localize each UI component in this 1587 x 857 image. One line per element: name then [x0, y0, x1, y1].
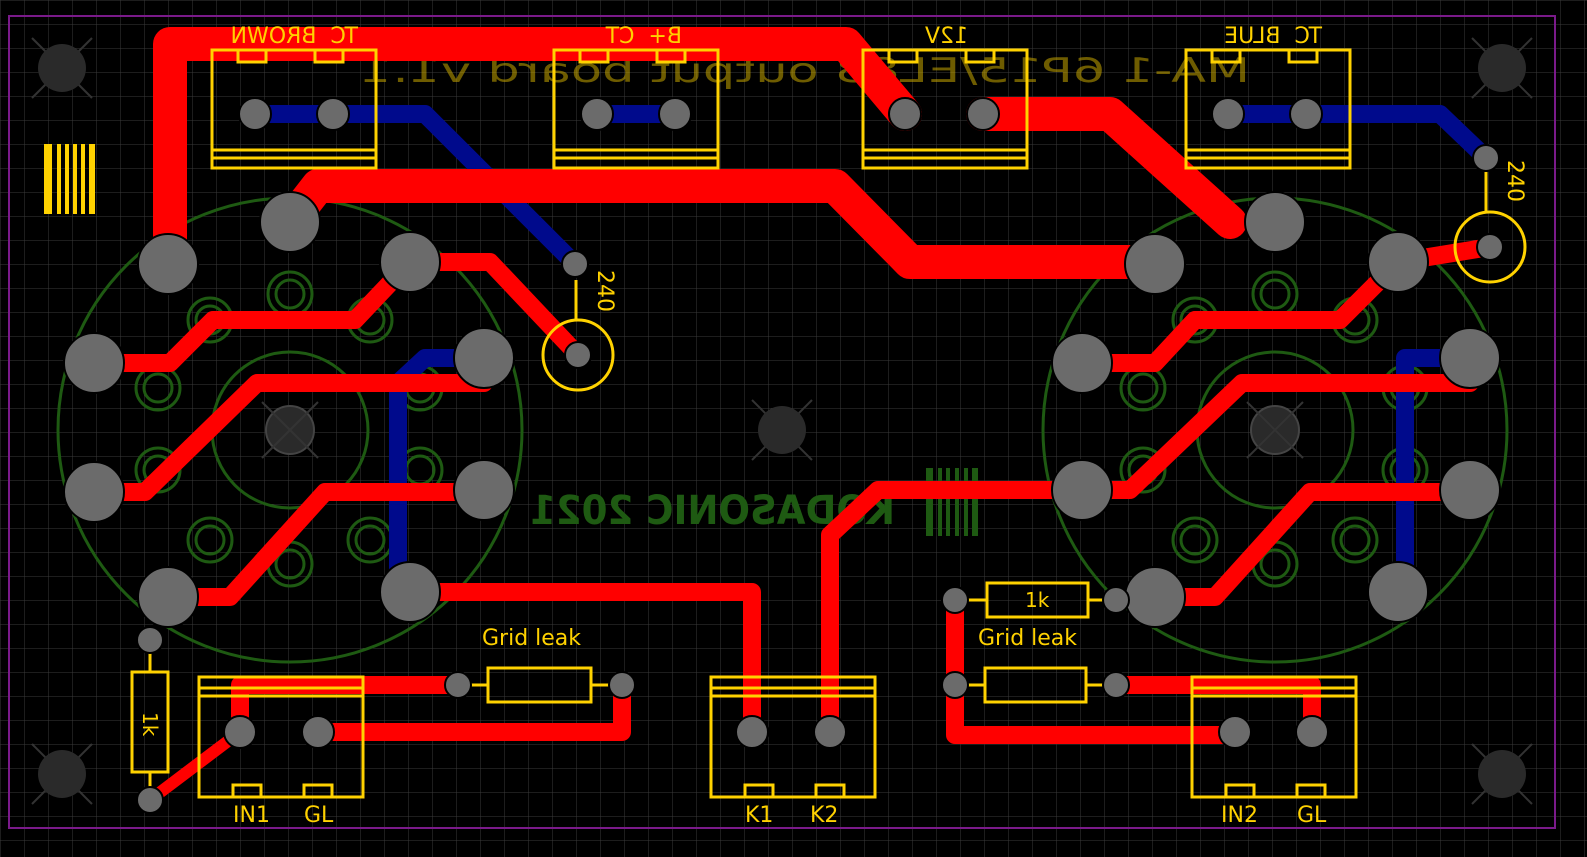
connector-b-plus-ct [552, 48, 720, 170]
label-k1: K1 [745, 803, 773, 828]
label-grid-leak-left: Grid leak [482, 626, 581, 651]
connector-k1-k2 [709, 675, 877, 799]
connector-tc-blue [1184, 48, 1352, 170]
tube-pads-left [63, 191, 515, 628]
label-gl-right: GL [1297, 803, 1327, 828]
connector-in1-gl [197, 675, 365, 799]
label-gl-left: GL [304, 803, 334, 828]
capacitor-left [541, 280, 615, 392]
component-pads [136, 144, 1504, 814]
label-cap-right: 240 [1502, 160, 1527, 202]
fiducial-icon [926, 468, 978, 536]
label-in2: IN2 [1221, 803, 1258, 828]
board-outline [8, 15, 1556, 829]
label-k2: K2 [810, 803, 838, 828]
resistor-grid-leak-right [966, 666, 1106, 704]
label-in1: IN1 [233, 803, 270, 828]
connector-12v [861, 48, 1029, 170]
tube-center-cross [261, 401, 1304, 459]
fiducial-icon [44, 144, 95, 214]
connector-pads [223, 97, 1329, 749]
mounting-hole-icon [31, 37, 1533, 805]
label-tc-blue: TC BLUE [1224, 24, 1323, 49]
label-tc-brown: TC BROWN [231, 24, 359, 49]
connector-in2-gl [1190, 675, 1358, 799]
label-res-right-top: 1k [1025, 588, 1050, 612]
tube-pads-right [1051, 191, 1501, 628]
label-cap-left: 240 [592, 270, 617, 312]
label-b-plus-ct: B+ CT [605, 24, 682, 49]
capacitor-right [1453, 172, 1527, 284]
label-12v: 12V [925, 24, 968, 49]
label-grid-leak-right: Grid leak [978, 626, 1077, 651]
connector-tc-brown [210, 48, 378, 170]
label-res-left-vertical: 1k [138, 712, 162, 737]
